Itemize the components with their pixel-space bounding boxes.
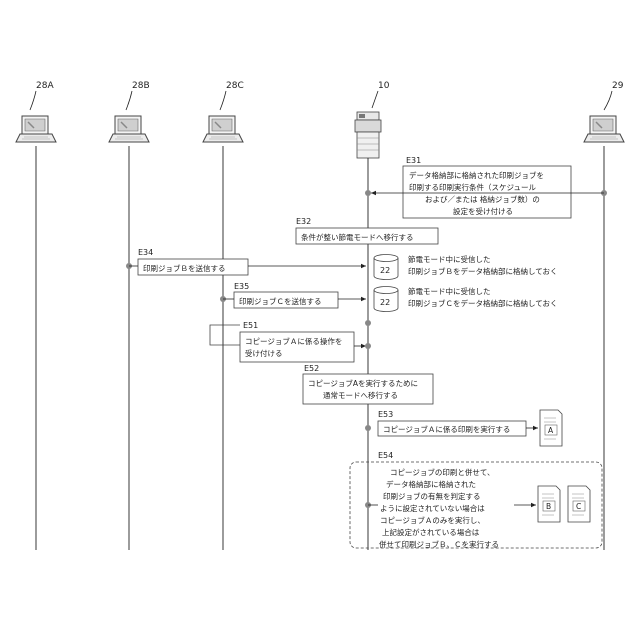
step-text-e31-3: および／または 格納ジョブ数）の xyxy=(425,194,540,204)
entity-28C: 28C xyxy=(203,81,244,550)
storage-icon: 22 xyxy=(374,255,398,280)
step-text-e31-2: 印刷する印刷実行条件（スケジュール xyxy=(409,182,536,192)
step-text-e52-1: コピージョブAを実行するために xyxy=(308,378,418,388)
step-label-e35: E35 xyxy=(234,282,249,291)
storage-label: 22 xyxy=(380,298,390,307)
step-text-e34: 印刷ジョブＢを送信する xyxy=(143,263,226,273)
step-text-e54-7: 併せて印刷ジョブＢ、Ｃを実行する xyxy=(379,539,499,549)
entity-label-28C: 28C xyxy=(226,81,244,91)
document-icon: B xyxy=(538,486,560,522)
step-label-e34: E34 xyxy=(138,248,153,257)
step-text-e35: 印刷ジョブＣを送信する xyxy=(239,296,322,306)
entity-label-28B: 28B xyxy=(132,81,150,91)
step-label-e53: E53 xyxy=(378,410,393,419)
step-label-e54: E54 xyxy=(378,451,393,460)
step-text-e52-2: 通常モードへ移行する xyxy=(323,390,398,400)
step-text-e31-4: 設定を受け付ける xyxy=(453,206,513,216)
storage-label: 22 xyxy=(380,266,390,275)
step-e53: E53 コピージョブＡに係る印刷を実行する A xyxy=(365,410,562,446)
step-note-e35-1: 節電モード中に受信した xyxy=(408,286,491,296)
step-note-e35-2: 印刷ジョブＣをデータ格納部に格納しておく xyxy=(408,298,558,308)
document-label-a: A xyxy=(548,426,554,435)
step-label-e52: E52 xyxy=(304,364,319,373)
entity-label-29: 29 xyxy=(612,81,624,91)
step-e51: E51 コピージョブＡに係る操作を 受け付ける xyxy=(210,321,371,362)
document-icon: A xyxy=(540,410,562,446)
step-text-e54-2: データ格納部に格納された xyxy=(386,479,476,489)
laptop-icon xyxy=(584,116,624,142)
laptop-icon xyxy=(203,116,243,142)
entity-label-28A: 28A xyxy=(36,81,54,91)
printer-icon xyxy=(355,112,381,158)
step-text-e54-5: コピージョブＡのみを実行し、 xyxy=(380,515,485,525)
step-text-e51-2: 受け付ける xyxy=(245,348,283,358)
step-e31: E31 データ格納部に格納された印刷ジョブを 印刷する印刷実行条件（スケジュール… xyxy=(365,156,607,218)
step-text-e53: コピージョブＡに係る印刷を実行する xyxy=(383,424,510,434)
step-text-e51-1: コピージョブＡに係る操作を xyxy=(245,336,342,346)
step-text-e54-6: 上記設定がされている場合は xyxy=(382,527,480,537)
step-label-e31: E31 xyxy=(406,156,421,165)
step-e35: E35 印刷ジョブＣを送信する 22 節電モード中に受信した 印刷ジョブＣをデー… xyxy=(220,282,558,326)
laptop-icon xyxy=(16,116,56,142)
step-text-e54-3: 印刷ジョブの有無を判定する xyxy=(383,491,481,501)
step-text-e54-4: ように設定されていない場合は xyxy=(380,503,485,513)
storage-icon: 22 xyxy=(374,287,398,312)
laptop-icon xyxy=(109,116,149,142)
step-text-e54-1: コピージョブの印刷と併せて、 xyxy=(390,467,494,477)
step-note-e34-2: 印刷ジョブＢをデータ格納部に格納しておく xyxy=(408,266,558,276)
step-e32: E32 条件が整い節電モードへ移行する xyxy=(296,217,438,244)
step-text-e32: 条件が整い節電モードへ移行する xyxy=(301,232,414,242)
step-note-e34-1: 節電モード中に受信した xyxy=(408,254,491,264)
step-label-e51: E51 xyxy=(243,321,258,330)
step-e54: E54 コピージョブの印刷と併せて、 データ格納部に格納された 印刷ジョブの有無… xyxy=(350,451,602,549)
entity-28B: 28B xyxy=(109,81,150,550)
document-icon: C xyxy=(568,486,590,522)
step-text-e31-1: データ格納部に格納された印刷ジョブを xyxy=(409,170,544,180)
document-label-c: C xyxy=(576,502,581,511)
step-e34: E34 印刷ジョブＢを送信する 22 節電モード中に受信した 印刷ジョブＢをデー… xyxy=(126,248,558,280)
entity-28A: 28A xyxy=(16,81,56,550)
document-label-b: B xyxy=(546,502,551,511)
step-label-e32: E32 xyxy=(296,217,311,226)
entity-29: 29 xyxy=(584,81,624,550)
entity-label-10: 10 xyxy=(378,81,390,91)
